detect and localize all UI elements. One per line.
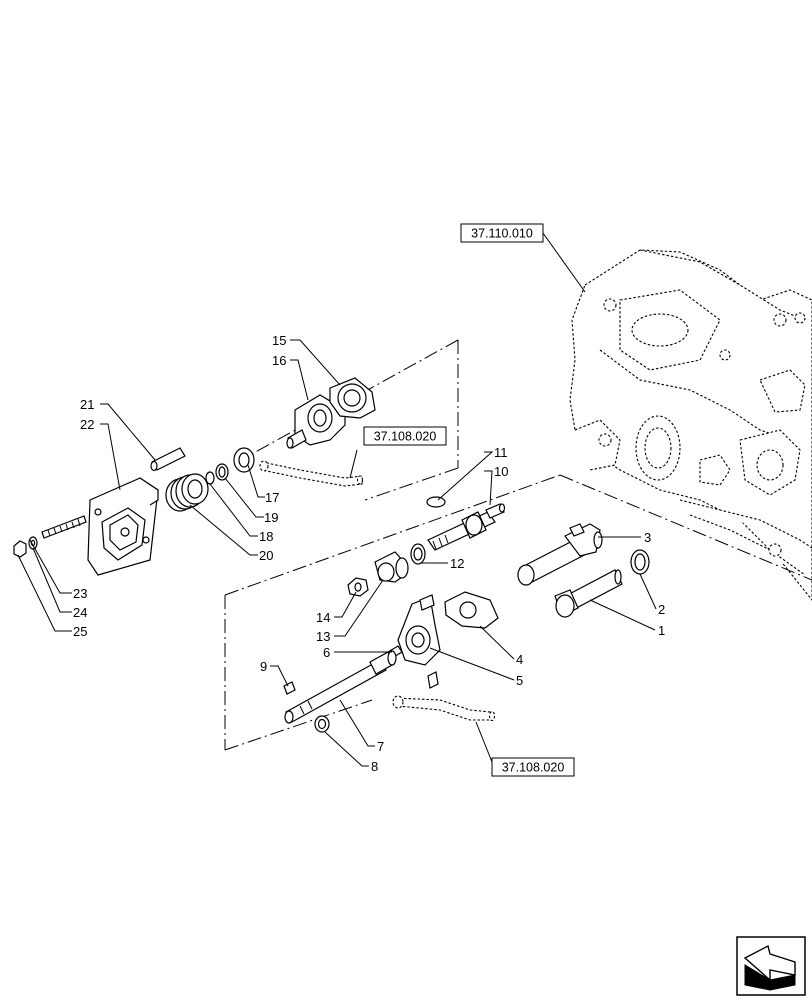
valve-body [517,523,603,586]
svg-text:37.108.020: 37.108.020 [374,430,437,444]
callout-12: 12 [450,556,464,571]
callout-11: 11 [494,445,508,460]
callout-14: 14 [316,610,330,625]
callout-4: 4 [516,652,523,667]
callout-21: 21 [80,397,94,412]
callout-labels: 15 16 21 22 23 24 25 17 19 18 20 11 10 1… [73,333,665,774]
shaft-7 [284,650,397,724]
callout-9: 9 [260,659,267,674]
callout-3: 3 [644,530,651,545]
nut [13,540,27,558]
reference-housing[interactable]: 37.110.010 [460,223,544,243]
pin [150,447,186,472]
callout-8: 8 [371,759,378,774]
callout-18: 18 [259,529,273,544]
callout-24: 24 [73,605,87,620]
lower-group-boundary [224,474,812,751]
svg-text:37.110.010: 37.110.010 [471,227,533,241]
lower-lever [397,594,441,689]
pin-9 [283,681,296,695]
callout-15: 15 [272,333,286,348]
callout-2: 2 [658,602,665,617]
upper-cam [286,387,346,449]
reference-lower-link[interactable]: 37.108.020 [491,757,575,777]
upper-plate [329,377,376,419]
callout-1: 1 [658,623,665,638]
callout-6: 6 [323,645,330,660]
callout-20: 20 [259,548,273,563]
callout-13: 13 [316,629,330,644]
reference-upper-link[interactable]: 37.108.020 [363,426,447,446]
callout-19: 19 [264,510,278,525]
shaft-10 [427,503,506,551]
callout-7: 7 [377,739,384,754]
callout-22: 22 [80,417,94,432]
upper-link [259,460,364,487]
svg-text:37.108.020: 37.108.020 [502,761,565,775]
upper-group-boundary [249,339,459,501]
leader-lines [17,232,657,767]
o-ring-11 [426,496,446,508]
callout-23: 23 [73,586,87,601]
plate-4 [444,591,499,629]
union-13 [374,551,409,583]
callout-10: 10 [494,464,508,479]
o-ring [205,471,215,485]
callout-5: 5 [516,673,523,688]
spring [165,473,209,512]
next-page-arrow-icon[interactable] [736,936,806,996]
plug-1 [554,569,623,618]
housing-outline [569,249,812,601]
stud [41,515,87,539]
callout-17: 17 [265,490,279,505]
callout-16: 16 [272,353,286,368]
lower-link [392,695,496,722]
callout-25: 25 [73,624,87,639]
bracket [87,477,159,576]
